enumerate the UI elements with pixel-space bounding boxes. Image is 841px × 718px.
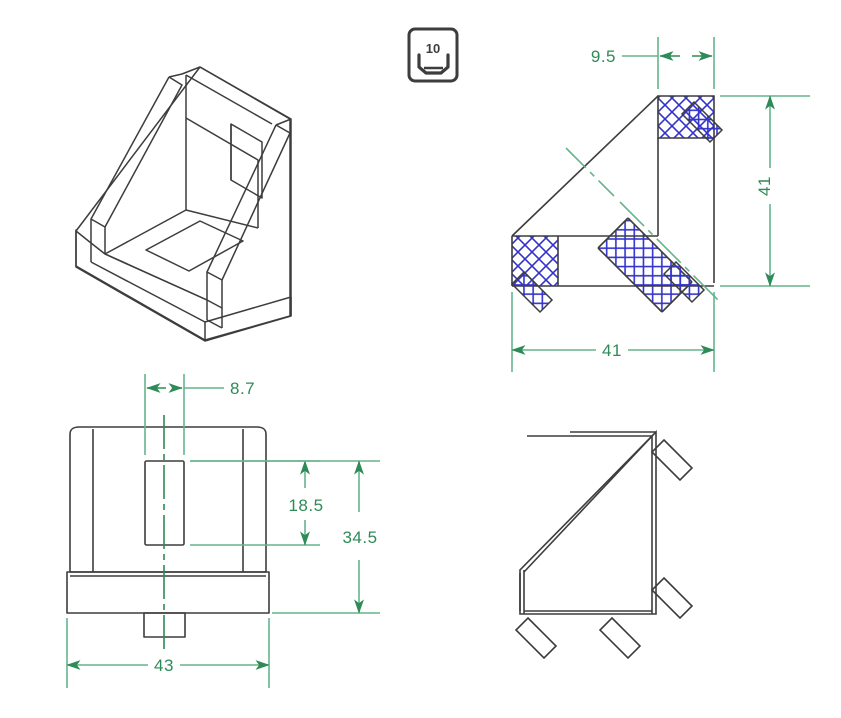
dimension-value-43: 43	[154, 656, 174, 675]
side-flange-tab-bottom-center	[598, 616, 642, 660]
front-bottom-tab	[143, 612, 186, 638]
side-flange-tab-bottom-left	[514, 616, 558, 660]
section-vertical-wall	[657, 138, 715, 283]
symbol-value: 10	[426, 41, 440, 56]
dimension-41-vertical: 41	[720, 95, 810, 287]
dimension-8p7: 8.7	[144, 374, 255, 455]
side-hypotenuse-inner	[523, 433, 655, 573]
flange-tab-top-right	[680, 100, 724, 144]
dimension-value-9p5: 9.5	[591, 47, 616, 66]
section-view	[510, 95, 724, 314]
section-centerline	[565, 147, 721, 303]
side-view	[514, 430, 694, 660]
isometric-view	[75, 66, 292, 342]
dimension-9p5: 9.5	[591, 37, 715, 89]
dimension-41-horizontal: 41	[511, 292, 715, 372]
dimension-43: 43	[66, 618, 270, 688]
dimension-value-41-vertical: 41	[755, 176, 774, 196]
side-flange-tab-top-right	[650, 438, 694, 482]
dimension-34p5: 34.5	[190, 460, 380, 614]
dimension-value-8p7: 8.7	[230, 379, 255, 398]
side-outer-outline	[519, 430, 657, 615]
surface-finish-symbol: 10	[407, 27, 459, 83]
section-rib-top-edge	[597, 217, 629, 249]
section-flange-tabs	[510, 100, 724, 314]
dimension-value-41-horizontal: 41	[602, 341, 622, 360]
section-bottom-leg-ends	[511, 236, 559, 286]
flange-tab-bottom-right	[662, 260, 706, 304]
front-dimensions: 8.7 18.5 34.5 43	[66, 374, 380, 688]
symbol-bowl-icon	[417, 53, 450, 75]
dimension-value-18p5: 18.5	[288, 496, 323, 515]
front-base-plate	[66, 571, 270, 614]
dimension-value-34p5: 34.5	[342, 528, 377, 547]
section-hatching	[512, 96, 714, 312]
side-flange-tab-mid-right	[650, 576, 694, 620]
front-outer-outline	[69, 426, 267, 573]
section-dimensions: 9.5 41 41	[511, 37, 810, 372]
flange-tab-bottom-left	[510, 270, 554, 314]
hatch-diagonal-rib	[598, 218, 692, 312]
front-view	[66, 426, 270, 638]
